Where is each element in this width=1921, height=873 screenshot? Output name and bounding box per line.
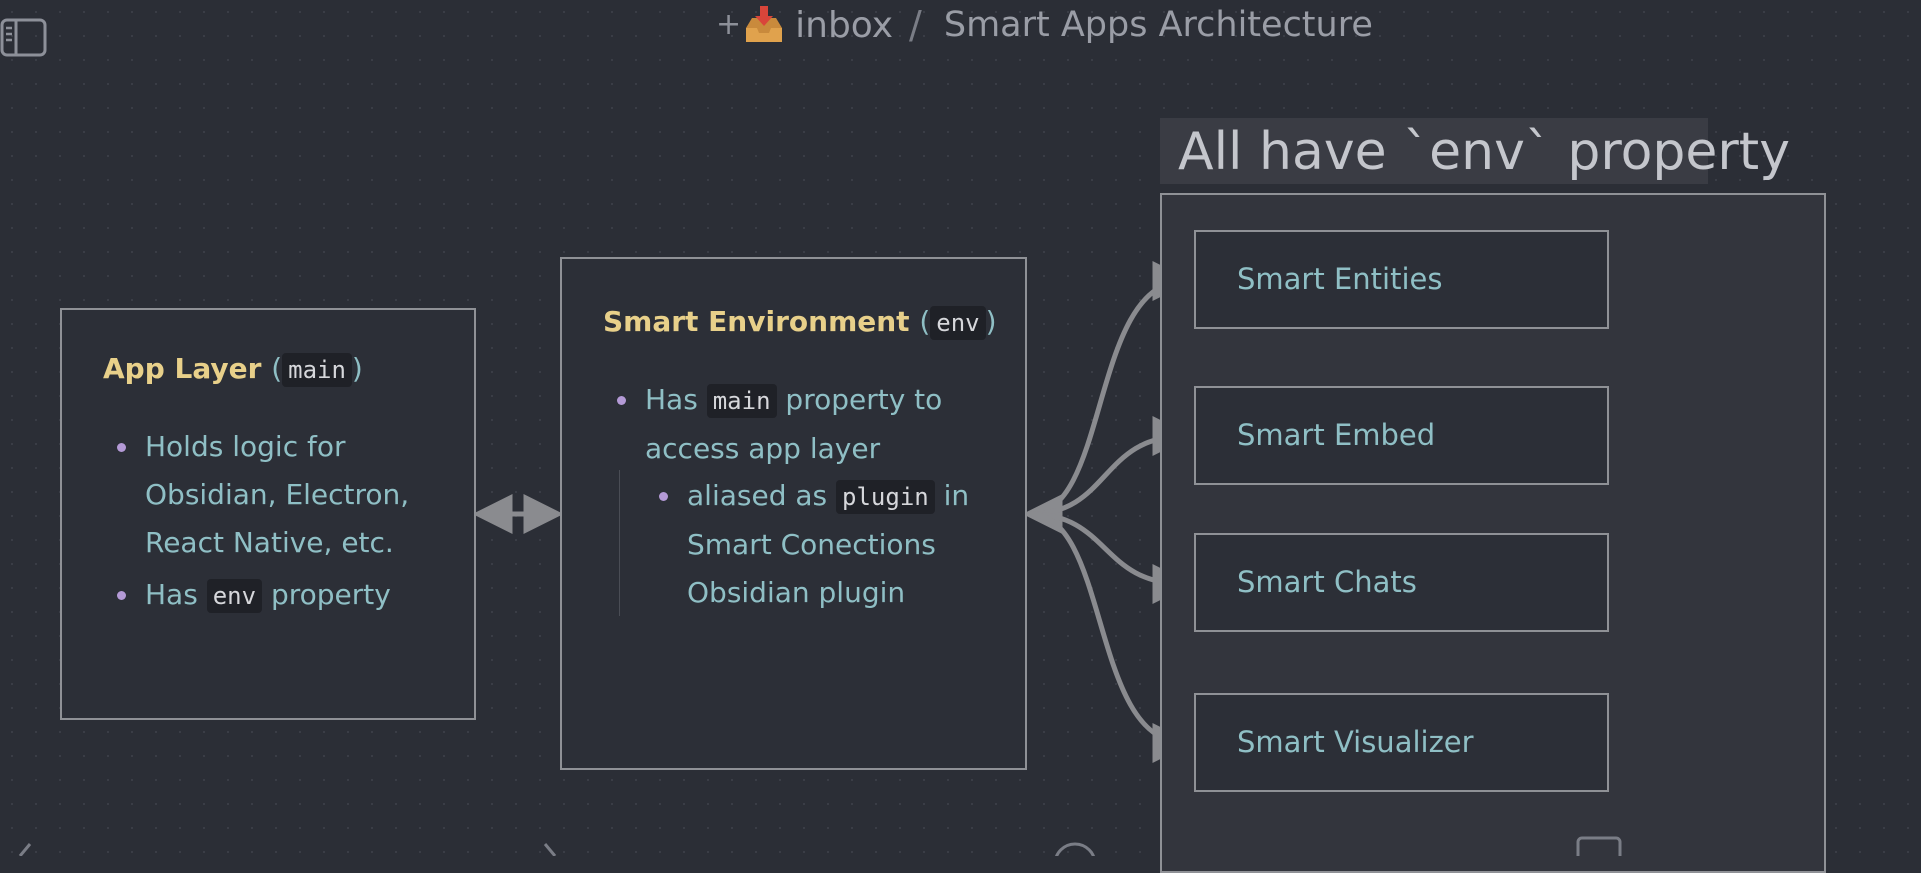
bullet-text: Has	[145, 578, 198, 611]
list-item: Has env property	[117, 571, 465, 620]
page-title[interactable]: Smart Apps Architecture	[943, 5, 1373, 45]
bullet-text: Has	[645, 383, 698, 416]
node-smart-environment[interactable]	[560, 257, 1027, 770]
sidebar-toggle-icon	[0, 18, 47, 57]
node-app-layer-list: Holds logic for Obsidian, Electron, Reac…	[117, 423, 465, 620]
bullet-text: aliased as	[687, 479, 828, 512]
code-main: main	[282, 353, 352, 387]
paren: (	[271, 352, 283, 385]
sidebar-toggle-button[interactable]	[0, 18, 48, 58]
page-icon	[1576, 836, 1622, 856]
breadcrumb-prefix: +	[716, 7, 742, 42]
list-item: Has main property to access app layer	[617, 376, 1015, 473]
node-app-layer[interactable]	[60, 308, 476, 720]
group-label[interactable]: All have `env` property	[1160, 118, 1790, 184]
paren: (	[919, 305, 931, 338]
node-smart-environment-sublist: aliased as plugin in Smart Conections Ob…	[659, 472, 1017, 617]
bullet-text: access app layer	[645, 432, 881, 465]
node-smart-environment-title-text: Smart Environment	[603, 305, 910, 338]
node-smart-entities[interactable]: Smart Entities	[1194, 230, 1609, 329]
bullet-text: Holds logic for	[145, 430, 346, 463]
list-item: aliased as plugin in Smart Conections Ob…	[659, 472, 1017, 617]
node-label: Smart Embed	[1237, 418, 1436, 452]
edge-env-embed[interactable]	[1029, 416, 1193, 517]
code-env: env	[930, 306, 986, 340]
clock-icon	[1055, 842, 1095, 856]
bottom-toolbar	[18, 836, 1622, 856]
node-smart-environment-title: Smart Environment (env)	[603, 305, 997, 340]
bullet-text: property to	[785, 383, 943, 416]
node-label: Smart Entities	[1237, 262, 1443, 296]
bullet-text: in	[943, 479, 970, 512]
code-main: main	[706, 384, 777, 418]
edge-env-chats[interactable]	[1029, 511, 1193, 604]
paren: )	[985, 305, 997, 338]
bullet-dot	[617, 396, 626, 405]
node-smart-environment-list: Has main property to access app layer	[617, 376, 1015, 473]
breadcrumb-folder-inbox[interactable]: inbox	[795, 4, 894, 46]
node-smart-chats[interactable]: Smart Chats	[1194, 533, 1609, 632]
list-item: Holds logic for Obsidian, Electron, Reac…	[117, 423, 465, 567]
group-label-text: All have `env` property	[1178, 122, 1790, 182]
node-label: Smart Visualizer	[1237, 725, 1474, 759]
bullet-text: Obsidian, Electron,	[145, 478, 410, 511]
sub-list-guide	[619, 470, 620, 616]
edge-env-visualizer[interactable]	[1029, 511, 1193, 763]
code-env: env	[206, 579, 263, 613]
node-app-layer-title-text: App Layer	[103, 352, 262, 385]
node-app-layer-title: App Layer (main)	[103, 352, 363, 387]
paren: )	[351, 352, 363, 385]
bullet-text: Obsidian plugin	[687, 576, 906, 609]
node-label: Smart Chats	[1237, 565, 1417, 599]
node-smart-embed[interactable]: Smart Embed	[1194, 386, 1609, 485]
bullet-text: React Native, etc.	[145, 526, 394, 559]
back-arrow-icon	[18, 843, 32, 856]
bullet-text: Smart Conections	[687, 528, 936, 561]
breadcrumb: + inbox / Smart Apps Architecture	[716, 0, 1373, 50]
bullet-text: property	[270, 578, 391, 611]
bullet-dot	[117, 443, 126, 452]
node-smart-visualizer[interactable]: Smart Visualizer	[1194, 693, 1609, 792]
bullet-dot	[659, 492, 668, 501]
breadcrumb-separator: /	[909, 3, 922, 47]
code-plugin: plugin	[836, 480, 935, 514]
bullet-dot	[117, 591, 126, 600]
forward-arrow-icon	[543, 843, 557, 856]
edge-env-entities[interactable]	[1022, 261, 1193, 534]
inbox-tray-icon	[746, 6, 783, 42]
